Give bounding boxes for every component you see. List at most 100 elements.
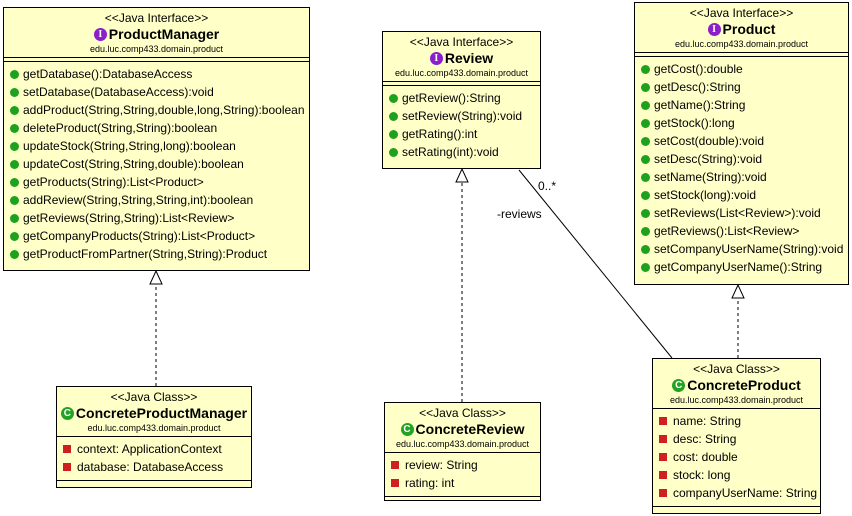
public-method-icon	[10, 213, 19, 223]
method-row: getRating():int	[383, 125, 540, 143]
method-row: addReview(String,String,String,int):bool…	[4, 191, 309, 209]
method-row: setDesc(String):void	[635, 150, 848, 168]
package-label: edu.luc.comp433.domain.product	[669, 395, 804, 405]
public-method-icon	[641, 172, 650, 182]
public-method-icon	[10, 177, 19, 187]
package-label: edu.luc.comp433.domain.product	[395, 439, 530, 449]
method-row: getReviews():List<Review>	[635, 222, 848, 240]
field-declaration: companyUserName: String	[673, 486, 818, 500]
public-method-icon	[641, 244, 650, 254]
field-declaration: rating: int	[405, 476, 455, 490]
stereotype-label: <<Java Interface>>	[689, 6, 794, 20]
method-row: getDesc():String	[635, 78, 848, 96]
private-field-icon	[659, 435, 667, 443]
public-method-icon	[641, 100, 650, 110]
method-row: getProducts(String):List<Product>	[4, 173, 309, 191]
private-field-icon	[659, 417, 667, 425]
public-method-icon	[10, 87, 19, 97]
method-row: addProduct(String,String,double,long,Str…	[4, 101, 309, 119]
field-row: context: ApplicationContext	[57, 440, 251, 458]
field-row: stock: long	[653, 466, 820, 484]
method-row: getStock():long	[635, 114, 848, 132]
package-label: edu.luc.comp433.domain.product	[674, 39, 809, 49]
methods-compartment: getReview():String setReview(String):void…	[383, 86, 540, 165]
class-icon: C	[672, 378, 686, 392]
method-row: getReview():String	[383, 89, 540, 107]
method-signature: getProductFromPartner(String,String):Pro…	[23, 247, 268, 261]
method-signature: getName():String	[654, 98, 746, 112]
method-row: updateStock(String,String,long):boolean	[4, 137, 309, 155]
method-row: setReviews(List<Review>):void	[635, 204, 848, 222]
method-row: getDatabase():DatabaseAccess	[4, 65, 309, 83]
package-label: edu.luc.comp433.domain.product	[89, 44, 224, 54]
attributes-compartment	[4, 58, 309, 62]
field-row: name: String	[653, 412, 820, 430]
association-line-reviews	[518, 169, 673, 359]
method-row: updateCost(String,String,double):boolean	[4, 155, 309, 173]
stereotype-label: <<Java Interface>>	[104, 11, 209, 25]
class-name: ConcreteReview	[415, 421, 525, 437]
method-signature: addReview(String,String,String,int):bool…	[23, 193, 254, 207]
field-declaration: stock: long	[673, 468, 731, 482]
field-row: rating: int	[385, 474, 540, 492]
method-signature: getCompanyProducts(String):List<Product>	[23, 229, 256, 243]
method-signature: getReview():String	[402, 91, 501, 105]
method-row: setStock(long):void	[635, 186, 848, 204]
field-row: desc: String	[653, 430, 820, 448]
method-row: setCost(double):void	[635, 132, 848, 150]
field-declaration: context: ApplicationContext	[77, 442, 222, 456]
public-method-icon	[10, 69, 19, 79]
method-signature: setDesc(String):void	[654, 152, 763, 166]
public-method-icon	[641, 262, 650, 272]
method-row: getCompanyProducts(String):List<Product>	[4, 227, 309, 245]
method-signature: deleteProduct(String,String):boolean	[23, 121, 218, 135]
private-field-icon	[391, 479, 399, 487]
public-method-icon	[641, 118, 650, 128]
method-row: getCompanyUserName():String	[635, 258, 848, 276]
stereotype-label: <<Java Class>>	[693, 362, 780, 376]
method-signature: getProducts(String):List<Product>	[23, 175, 204, 189]
method-signature: setReview(String):void	[402, 109, 523, 123]
public-method-icon	[641, 190, 650, 200]
private-field-icon	[391, 461, 399, 469]
class-name: ProductManager	[108, 26, 220, 42]
method-row: setName(String):void	[635, 168, 848, 186]
field-declaration: desc: String	[673, 432, 737, 446]
class-icon: C	[400, 422, 414, 436]
field-declaration: name: String	[673, 414, 742, 428]
class-name: Product	[722, 21, 776, 37]
class-name: ConcreteProduct	[687, 377, 801, 393]
method-row: deleteProduct(String,String):boolean	[4, 119, 309, 137]
method-signature: setStock(long):void	[654, 188, 757, 202]
stereotype-label: <<Java Class>>	[110, 390, 198, 404]
method-signature: getReviews():List<Review>	[654, 224, 800, 238]
method-row: getCost():double	[635, 60, 848, 78]
class-icon: C	[60, 406, 74, 420]
method-row: setReview(String):void	[383, 107, 540, 125]
field-declaration: database: DatabaseAccess	[77, 460, 224, 474]
attributes-compartment	[635, 53, 848, 57]
interface-icon: I	[93, 27, 107, 41]
method-row: getReviews(String,String):List<Review>	[4, 209, 309, 227]
public-method-icon	[641, 226, 650, 236]
private-field-icon	[659, 489, 667, 497]
field-declaration: review: String	[405, 458, 478, 472]
field-row: review: String	[385, 456, 540, 474]
public-method-icon	[10, 123, 19, 133]
association-role-label: -reviews	[497, 207, 542, 221]
public-method-icon	[389, 147, 398, 157]
